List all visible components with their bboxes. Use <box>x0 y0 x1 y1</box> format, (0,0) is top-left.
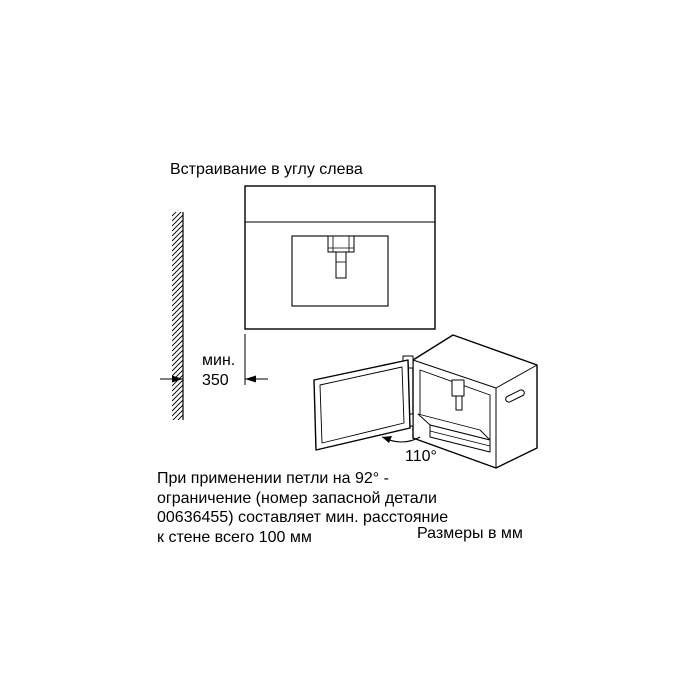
hinge-note-line: 00636455) составляет мин. расстояние <box>157 509 449 527</box>
hinge-note: При применении петли на 92° - ограничени… <box>157 469 448 547</box>
side-wall <box>172 212 184 420</box>
units-label: Размеры в мм <box>417 525 523 542</box>
min-distance-dimension <box>160 334 268 385</box>
min-distance-label: мин. <box>202 352 236 369</box>
opening-angle-arc <box>381 436 421 443</box>
hinge-note-line: При применении петли на 92° - <box>157 470 389 487</box>
hinge-angle-label: 110° <box>405 448 437 465</box>
hinge-note-line: ограничение (номер запасной детали <box>157 489 437 507</box>
appliance-front-view <box>244 185 436 330</box>
diagram-title: Встраивание в углу слева <box>170 161 363 178</box>
min-distance-value: 350 <box>202 372 229 389</box>
hinge-note-line: к стене всего 100 мм <box>157 528 312 546</box>
appliance-perspective-view <box>313 334 538 469</box>
